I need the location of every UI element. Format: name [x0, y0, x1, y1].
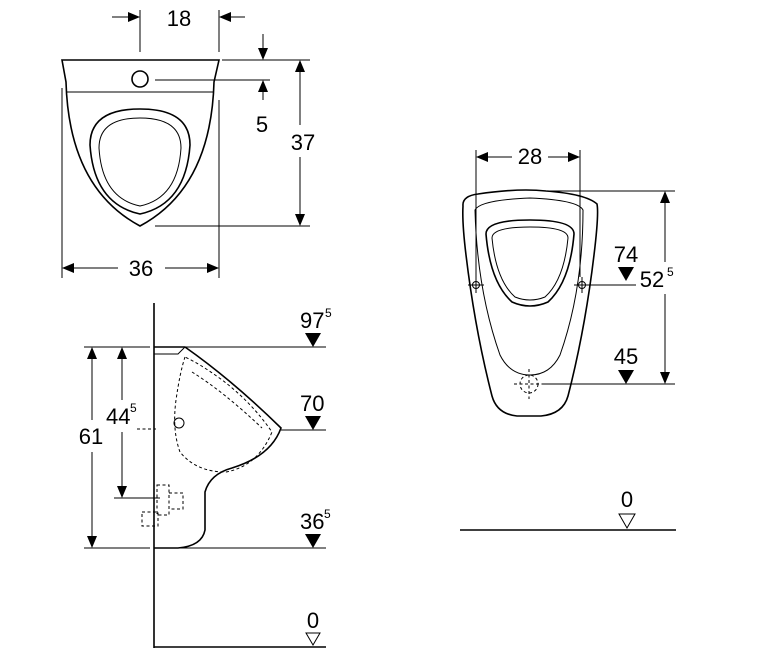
arrow-61-bottom	[87, 536, 97, 548]
level-marker-36	[305, 534, 321, 548]
level-label-97: 97	[300, 308, 324, 333]
side-view-inner-dashed	[174, 356, 273, 473]
arrow-37-top	[295, 60, 305, 72]
level-label-36-sup: 5	[324, 507, 331, 521]
side-view-rim	[154, 346, 186, 355]
level-marker-74	[618, 267, 634, 281]
dim-label-44-sup: 5	[130, 401, 137, 415]
arrow-44-top	[117, 347, 127, 359]
arrow-18-left	[128, 12, 140, 22]
inlet-circle	[173, 417, 185, 429]
outlet-fitting	[156, 484, 170, 516]
front-view-outline	[462, 189, 599, 417]
dim-label-61: 61	[79, 424, 103, 449]
level-label-74: 74	[614, 242, 638, 267]
arrow-36-right	[207, 263, 219, 273]
arrow-36-left	[62, 263, 74, 273]
front-view-basin	[485, 219, 575, 307]
top-view-outline	[61, 59, 221, 227]
front-outlet-circle	[519, 374, 539, 394]
front-view-rim	[474, 197, 584, 376]
dim-label-36: 36	[129, 256, 153, 281]
top-view-basin-inner	[98, 117, 182, 207]
arrow-61-top	[87, 347, 97, 359]
arrow-52-bottom	[660, 372, 670, 384]
dim-label-52-sup: 5	[667, 265, 674, 279]
outlet-fitting-pipe	[168, 492, 184, 510]
level-marker-45	[618, 370, 634, 384]
level-label-0-side: 0	[307, 608, 319, 633]
front-view: 28 52 5 74 45 0	[460, 144, 676, 531]
dim-label-28: 28	[518, 144, 542, 169]
top-view-basin	[89, 108, 191, 215]
level-label-0-front: 0	[621, 487, 633, 512]
arrow-5-upper	[258, 48, 268, 60]
level-marker-97	[305, 333, 321, 347]
level-marker-0-front	[618, 513, 636, 530]
arrow-18-right	[219, 12, 231, 22]
arrow-44-bottom	[117, 486, 127, 498]
level-label-36: 36	[300, 509, 324, 534]
dim-label-37: 37	[291, 130, 315, 155]
level-label-45: 45	[614, 344, 638, 369]
outlet-trap	[141, 511, 159, 527]
dim-label-5: 5	[256, 112, 268, 137]
arrow-28-left	[476, 152, 488, 162]
dim-label-52: 52	[640, 267, 664, 292]
arrow-37-bottom	[295, 214, 305, 226]
side-view-inner-dashed-2	[191, 371, 263, 429]
top-view: 18 5 37 36	[61, 6, 315, 281]
level-label-97-sup: 5	[325, 306, 332, 320]
arrow-52-top	[660, 191, 670, 203]
arrow-5-lower	[258, 80, 268, 92]
side-view-body	[154, 346, 282, 549]
arrow-28-right	[568, 152, 580, 162]
level-marker-0-side	[305, 632, 321, 646]
dim-label-18: 18	[167, 6, 191, 31]
side-view: 61 44 5 97 5 70 36 5 0	[79, 303, 332, 648]
outlet-circle	[131, 70, 149, 88]
front-view-basin-inner	[491, 226, 569, 301]
level-label-70: 70	[300, 391, 324, 416]
dim-label-44: 44	[106, 404, 130, 429]
level-marker-70	[305, 416, 321, 430]
